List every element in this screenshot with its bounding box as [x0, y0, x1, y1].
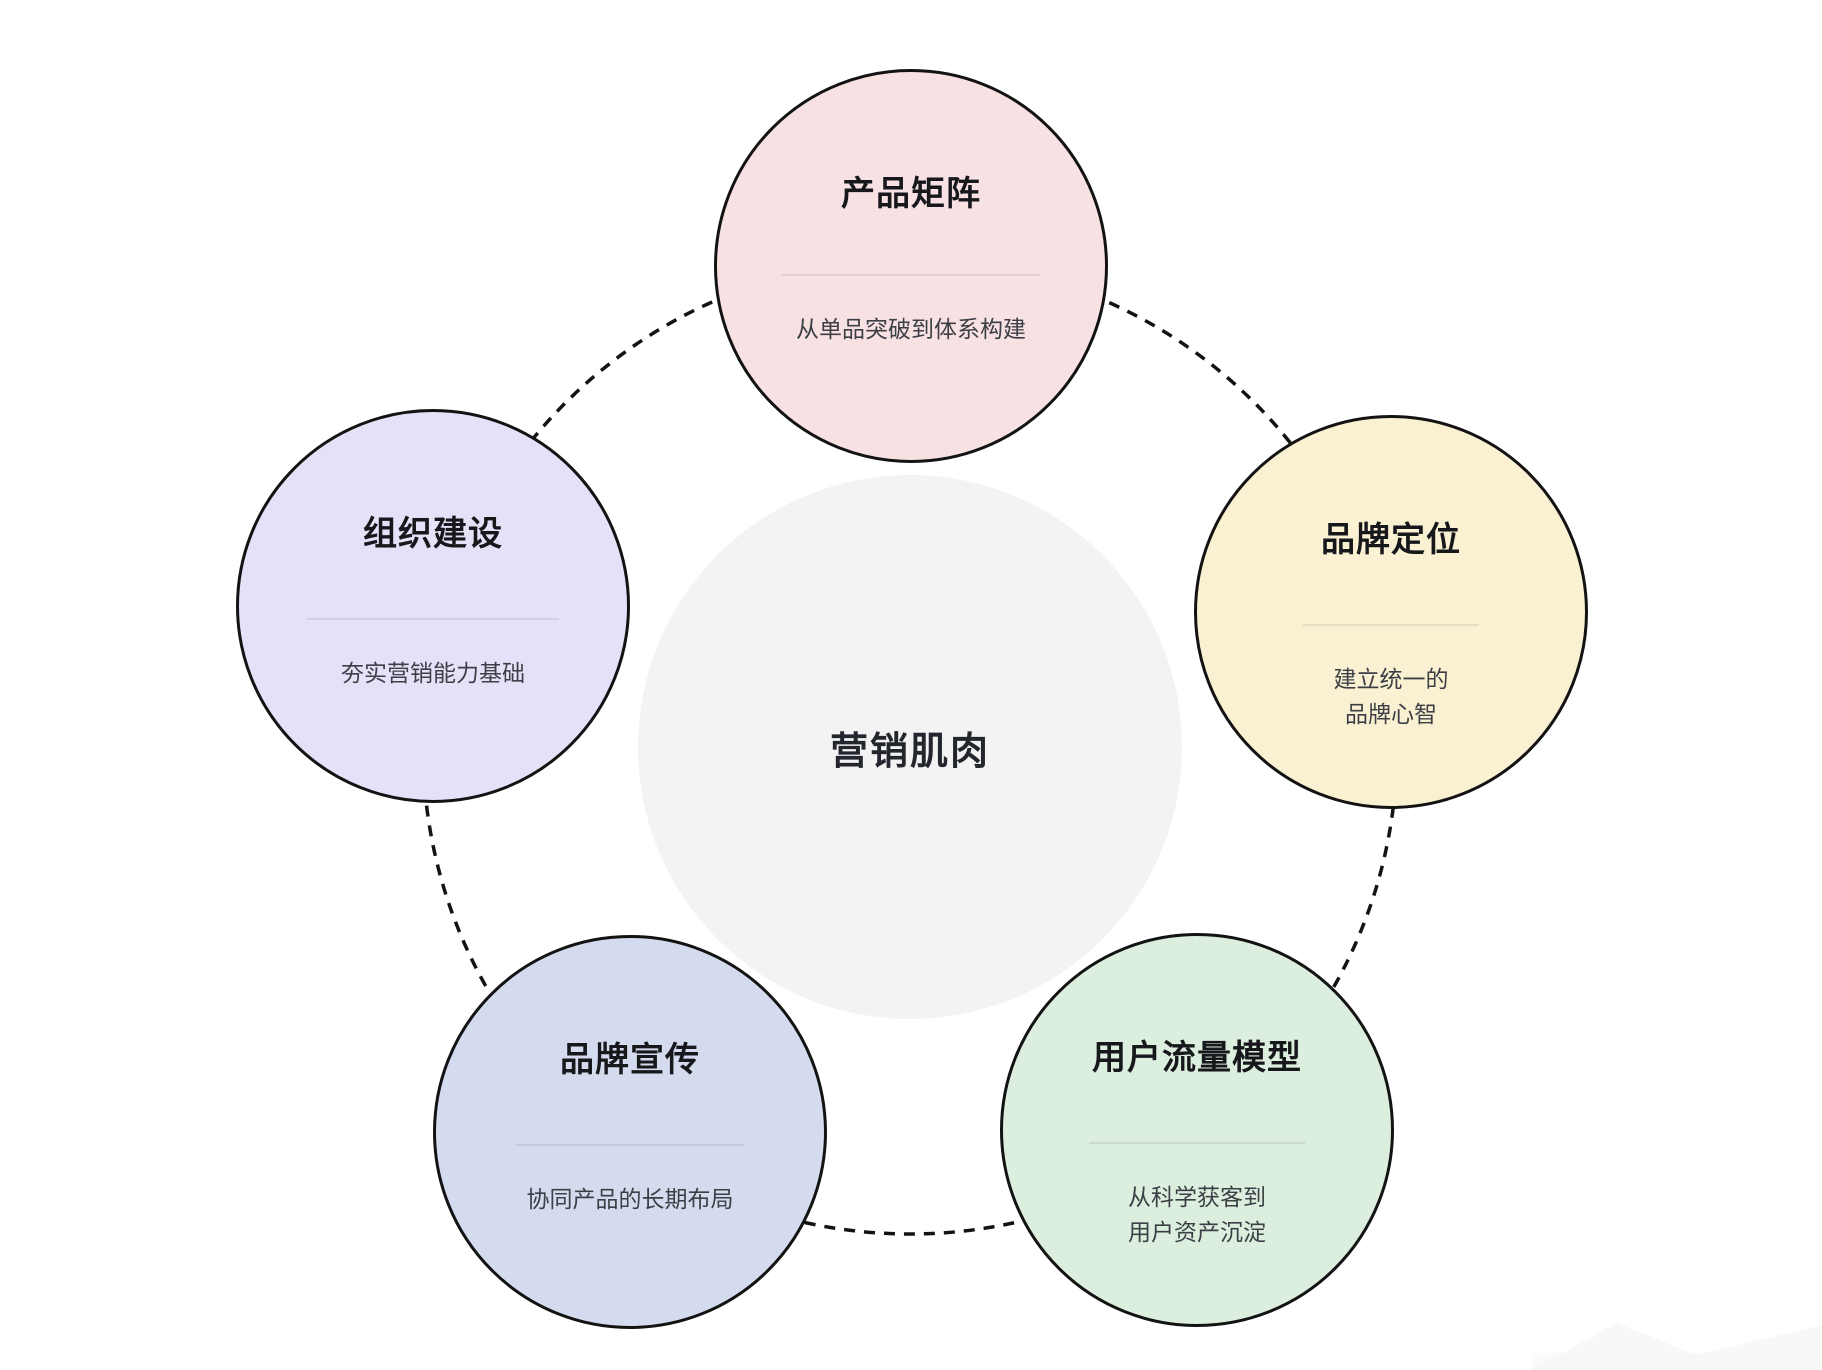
diagram-node-brand-promotion: 品牌宣传 协同产品的长期布局 — [433, 935, 827, 1329]
diagram-node-brand-positioning: 品牌定位 建立统一的 品牌心智 — [1194, 415, 1588, 809]
node-title: 品牌定位 — [1321, 521, 1461, 559]
node-desc: 从科学获客到 用户资产沉淀 — [1128, 1184, 1266, 1245]
diagram-node-organization-building: 组织建设 夯实营销能力基础 — [236, 409, 630, 803]
node-desc: 建立统一的 品牌心智 — [1333, 666, 1449, 727]
node-title: 用户流量模型 — [1092, 1039, 1302, 1077]
diagram-node-product-matrix: 产品矩阵 从单品突破到体系构建 — [714, 69, 1108, 463]
diagram-node-user-traffic-model: 用户流量模型 从科学获客到 用户资产沉淀 — [1000, 933, 1394, 1327]
node-desc: 夯实营销能力基础 — [341, 660, 525, 686]
corner-watermark-decoration — [1532, 1323, 1822, 1370]
center-hub-circle: 营销肌肉 — [638, 475, 1182, 1019]
node-desc: 协同产品的长期布局 — [526, 1186, 734, 1212]
node-divider — [516, 1144, 744, 1146]
center-hub-label: 营销肌肉 — [829, 730, 990, 773]
node-title: 品牌宣传 — [560, 1041, 700, 1079]
node-divider — [1089, 1142, 1305, 1144]
node-divider — [1303, 624, 1479, 626]
node-divider — [782, 274, 1040, 276]
node-title: 产品矩阵 — [841, 175, 981, 213]
node-divider — [307, 618, 559, 620]
node-title: 组织建设 — [363, 515, 503, 553]
node-desc: 从单品突破到体系构建 — [796, 316, 1026, 342]
